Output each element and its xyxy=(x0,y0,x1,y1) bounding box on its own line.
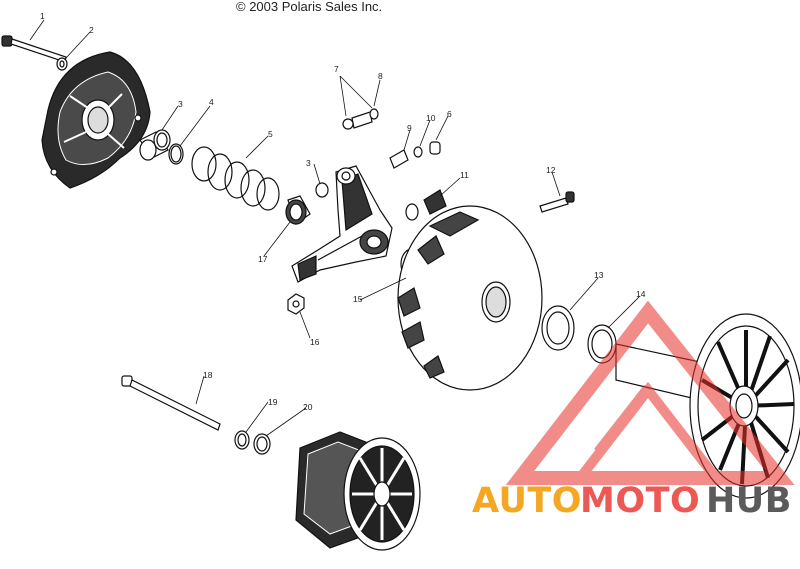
washer-part-19 xyxy=(234,430,250,450)
watermark-auto: AUTO xyxy=(472,481,582,521)
bolt-part-1 xyxy=(1,35,67,63)
ring-part-4 xyxy=(168,143,184,165)
callout-20: 20 xyxy=(303,402,313,412)
callout-3: 3 xyxy=(178,99,183,109)
roller-part-3b xyxy=(315,182,329,198)
callout-4: 4 xyxy=(209,97,214,107)
copyright-notice: © 2003 Polaris Sales Inc. xyxy=(236,0,383,14)
sleeve-part-17 xyxy=(285,195,311,225)
callout-14: 14 xyxy=(636,289,646,299)
callout-labels: 1 2 3 4 5 6 7 8 9 10 11 12 13 14 15 16 1… xyxy=(40,11,646,412)
watermark-logo xyxy=(505,300,795,485)
assembled-clutch xyxy=(295,431,421,551)
watermark-text: AUTO MOTO HUB xyxy=(472,481,792,521)
cover-plate xyxy=(41,51,151,189)
moveable-sheave xyxy=(397,205,543,391)
callout-18: 18 xyxy=(203,370,213,380)
callout-12: 12 xyxy=(546,165,556,175)
callout-2: 2 xyxy=(89,25,94,35)
bushing-part-20 xyxy=(253,433,271,455)
washer-part-2 xyxy=(56,57,68,71)
callout-5: 5 xyxy=(268,129,273,139)
leader-lines xyxy=(29,19,641,437)
callout-8: 8 xyxy=(378,71,383,81)
spider-arm xyxy=(291,165,393,283)
callout-7: 7 xyxy=(334,64,339,74)
watermark-hub: HUB xyxy=(706,481,792,521)
bushing-part-13 xyxy=(541,305,575,351)
callout-16: 16 xyxy=(310,337,320,347)
callout-15: 15 xyxy=(353,294,363,304)
pin-part-7 xyxy=(342,108,379,130)
fixed-sheave xyxy=(615,313,800,499)
callout-6: 6 xyxy=(447,109,452,119)
cap-part-6 xyxy=(429,141,441,155)
callout-3b: 3 xyxy=(306,158,311,168)
callout-19: 19 xyxy=(268,397,278,407)
bolt-part-18 xyxy=(121,375,221,431)
watermark-moto: MOTO xyxy=(580,481,700,521)
callout-11: 11 xyxy=(460,170,469,180)
callout-9: 9 xyxy=(407,123,412,133)
spring-part-5 xyxy=(191,146,280,211)
nut-part-16 xyxy=(287,293,305,315)
callout-13: 13 xyxy=(594,270,604,280)
callout-1: 1 xyxy=(40,11,45,21)
callout-17: 17 xyxy=(258,254,268,264)
bushing-part-3 xyxy=(139,129,171,161)
washer-part-10 xyxy=(413,146,423,158)
bolt-part-12 xyxy=(539,191,575,213)
pin-part-9 xyxy=(389,149,409,169)
callout-10: 10 xyxy=(426,113,436,123)
